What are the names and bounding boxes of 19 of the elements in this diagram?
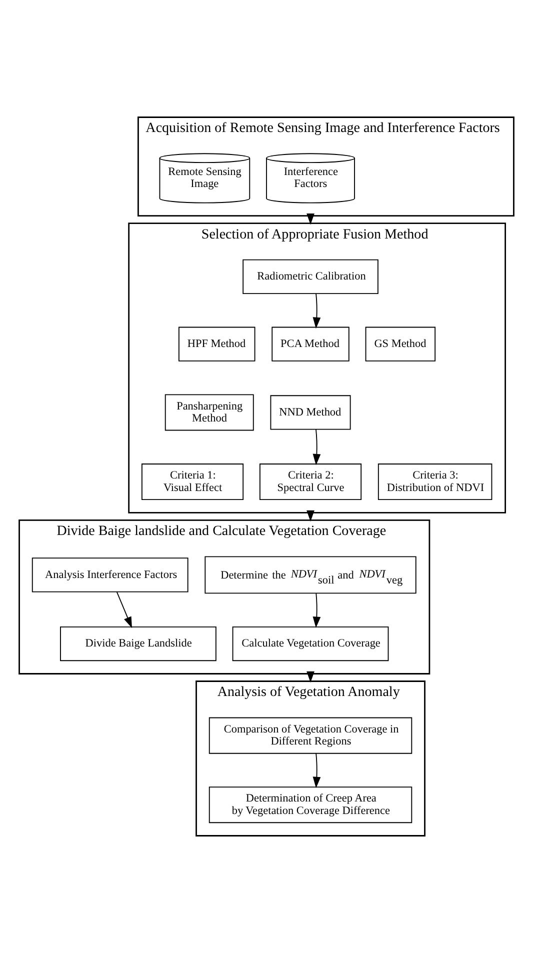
node-box: Divide Baige Landslide bbox=[60, 626, 216, 662]
node-box: Criteria 2: Spectral Curve bbox=[259, 464, 362, 500]
node-box: Comparison of Vegetation Coverage in Different Regions bbox=[208, 717, 412, 754]
node-box: Analysis Interference Factors bbox=[32, 558, 188, 592]
node-box: Criteria 3: Distribution of NDVI bbox=[378, 464, 492, 500]
arrow bbox=[312, 293, 321, 329]
node-box: Radiometric Calibration bbox=[242, 259, 378, 294]
node-box: Determination of Creep Area by Vegetation Coverage Difference bbox=[208, 786, 412, 824]
node-box: HPF Method bbox=[178, 326, 256, 362]
arrow bbox=[312, 593, 321, 628]
node-box: NND Method bbox=[270, 395, 351, 430]
arrow bbox=[116, 592, 132, 628]
arrow bbox=[312, 428, 321, 466]
arrow bbox=[312, 753, 321, 788]
node-box: Pansharpening Method bbox=[164, 394, 254, 431]
node-box: PCA Method bbox=[272, 326, 350, 362]
node-box: GS Method bbox=[365, 326, 436, 362]
node-box: Criteria 1: Visual Effect bbox=[141, 464, 244, 500]
node-box: Calculate Vegetation Coverage bbox=[232, 626, 389, 662]
